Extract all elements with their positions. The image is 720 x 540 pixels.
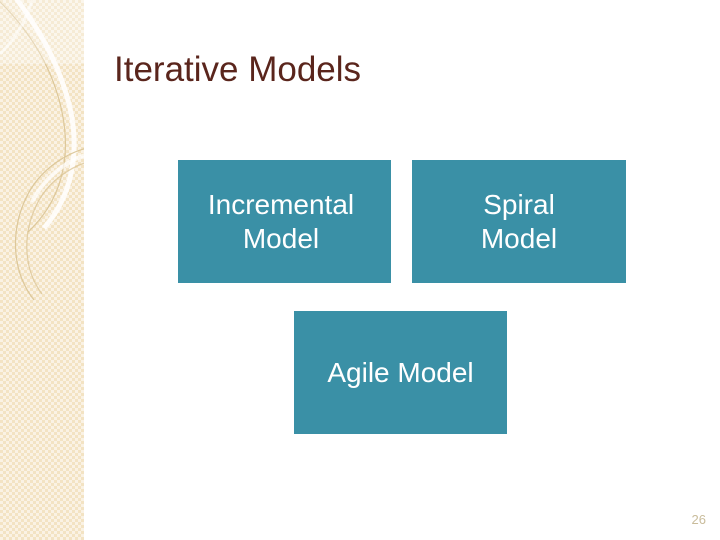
model-box-spiral[interactable]: Spiral Model: [412, 160, 626, 283]
model-box-agile-label: Agile Model: [327, 356, 474, 388]
model-box-agile[interactable]: Agile Model: [294, 311, 507, 434]
model-box-incremental[interactable]: Incremental Model: [178, 160, 391, 283]
sidebar-arc-decoration: [0, 0, 84, 301]
decorative-sidebar-band: [0, 0, 84, 540]
page-number: 26: [691, 512, 706, 527]
model-box-spiral-label: Spiral Model: [480, 188, 558, 254]
model-box-incremental-label: Incremental Model: [207, 188, 355, 254]
page-title: Iterative Models: [114, 50, 362, 89]
